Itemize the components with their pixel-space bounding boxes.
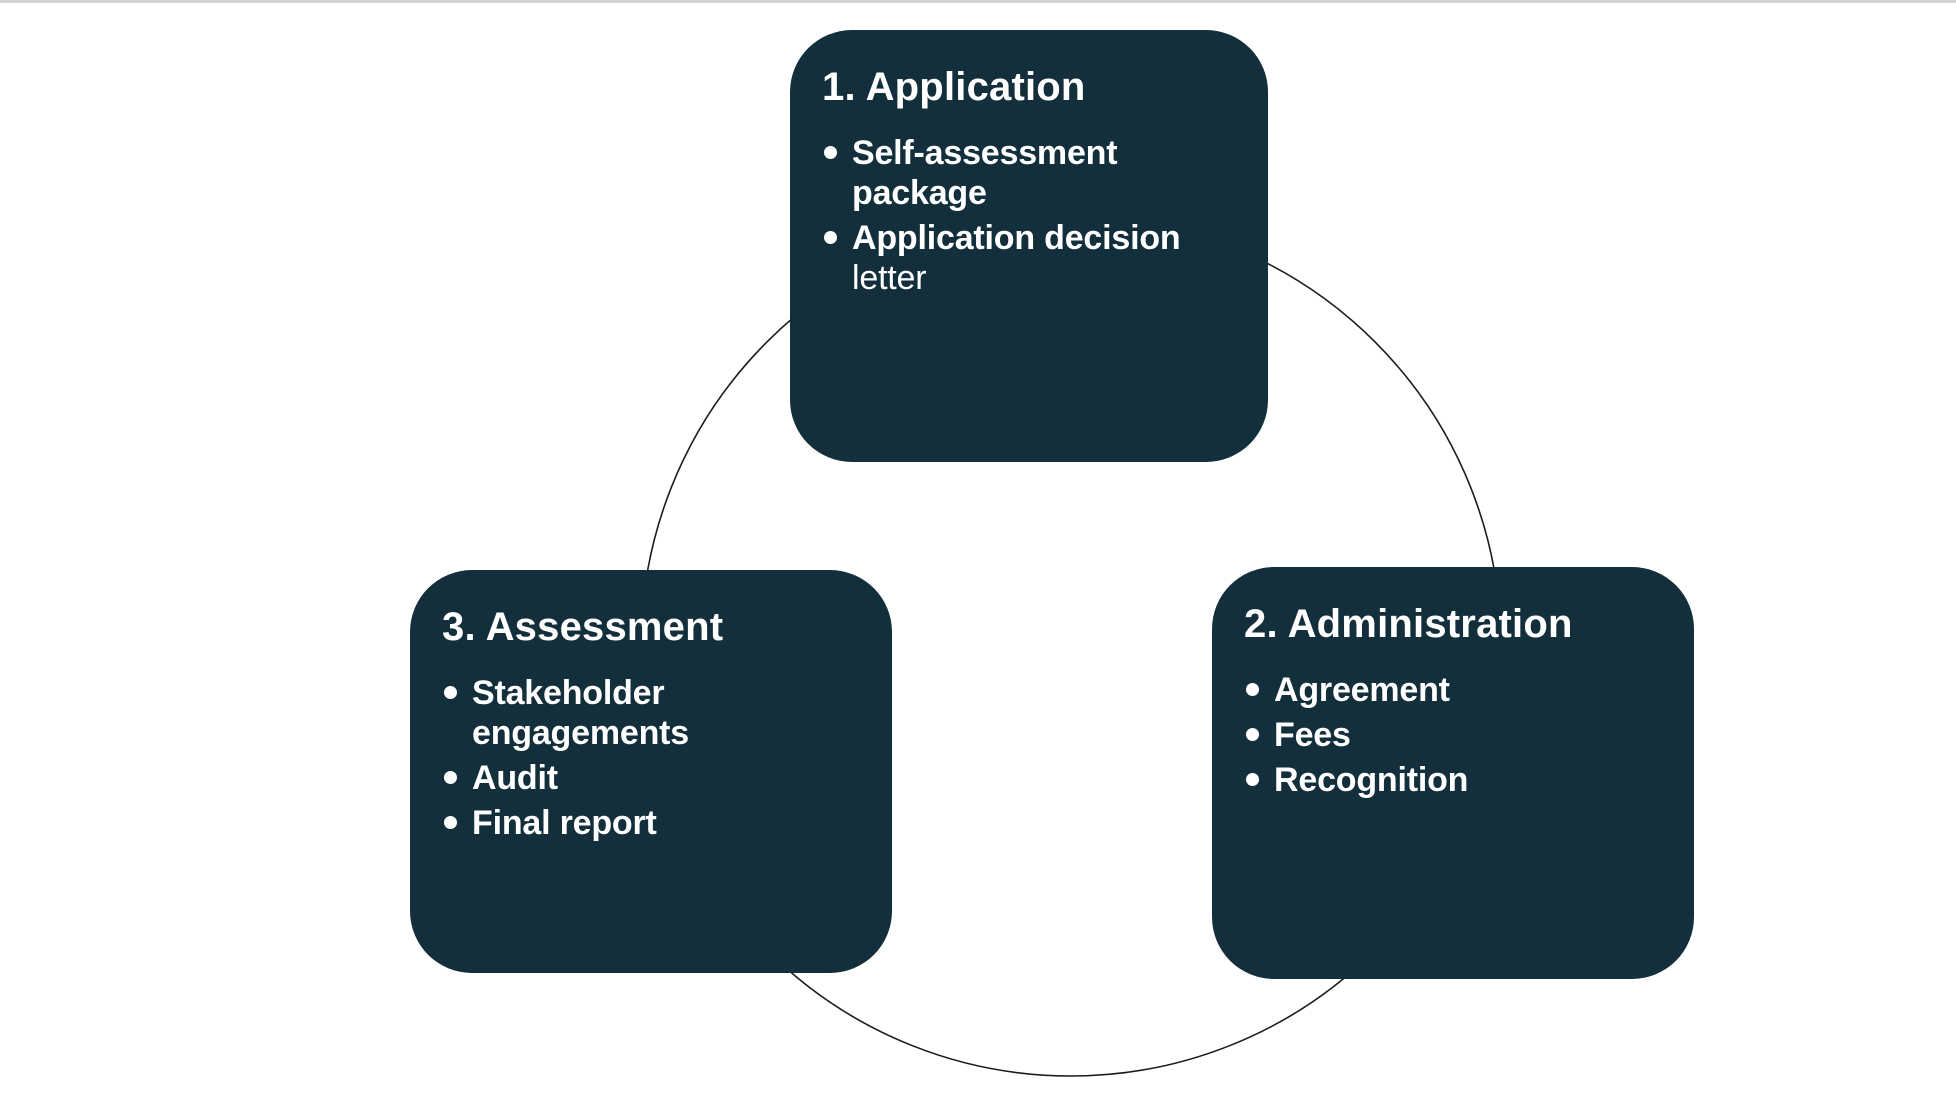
bullet-text: Stakeholder engagements xyxy=(472,674,689,752)
assessment-box-title: 3. Assessment xyxy=(442,605,724,649)
bullet-dot-icon xyxy=(1246,683,1259,696)
bullet-text: Recognition xyxy=(1274,761,1469,799)
bullet-text: Agreement xyxy=(1274,671,1450,709)
bullet-text: Audit xyxy=(472,759,558,797)
application-box-title: 1. Application xyxy=(822,65,1086,109)
bullet-text: Final report xyxy=(472,804,657,842)
bullet-dot-icon xyxy=(444,771,457,784)
bullet-text: Fees xyxy=(1274,716,1351,754)
bullet-item: Self-assessment package xyxy=(822,133,1242,213)
bullet-item: Audit xyxy=(442,758,866,798)
bullet-item: Final report xyxy=(442,803,866,843)
bullet-item: Application decision letter xyxy=(822,218,1242,298)
bullet-text: Application decision letter xyxy=(852,219,1181,297)
bullet-dot-icon xyxy=(444,816,457,829)
bullet-dot-icon xyxy=(1246,728,1259,741)
bullet-item: Recognition xyxy=(1244,760,1668,800)
bullet-dot-icon xyxy=(824,231,837,244)
bullet-dot-icon xyxy=(824,146,837,159)
bullet-item: Stakeholder engagements xyxy=(442,673,866,753)
bullet-dot-icon xyxy=(1246,773,1259,786)
bullet-item: Fees xyxy=(1244,715,1668,755)
bullet-text: Self-assessment package xyxy=(852,134,1118,212)
administration-box-title: 2. Administration xyxy=(1244,602,1573,646)
bullet-item: Agreement xyxy=(1244,670,1668,710)
window-top-border xyxy=(0,0,1956,3)
bullet-dot-icon xyxy=(444,686,457,699)
bullet-text-regular: letter xyxy=(852,259,927,297)
